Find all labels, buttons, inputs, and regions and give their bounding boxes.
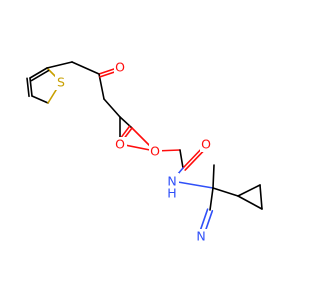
bond-cp1-cp2 xyxy=(237,184,261,197)
bond-cm-cam xyxy=(179,149,184,169)
atom-label-o-ester: O xyxy=(150,144,160,159)
bond-c2-ca xyxy=(46,61,73,69)
atom-label-o-ketone: O xyxy=(115,60,125,75)
atom-amide-oxygen: O xyxy=(200,137,213,152)
bond-cp3-cp1 xyxy=(237,195,263,210)
bond-cq-cp1 xyxy=(212,187,239,197)
molecule-structure: S O O O O N H N xyxy=(26,60,263,244)
atom-amide-nh: N H xyxy=(166,173,179,201)
atom-label-n-amide: N xyxy=(167,174,176,189)
double-bond-c2-c3 xyxy=(30,69,50,82)
atom-label-h-amide: H xyxy=(167,186,176,201)
atom-label-o-amide: O xyxy=(201,137,211,152)
bond-cq-ccn xyxy=(209,187,214,211)
atom-label-layer: S O O O O N H N xyxy=(55,60,213,244)
atom-sulfur: S xyxy=(55,75,68,90)
bond-cq-me xyxy=(212,164,215,189)
double-bond-c3-c4 xyxy=(26,77,30,98)
bond-c2-c3 xyxy=(29,67,48,79)
bond-ca-ck xyxy=(71,61,100,75)
bond-c4-c5 xyxy=(31,95,49,104)
atom-label-n-nitrile: N xyxy=(196,229,205,244)
atom-label-s: S xyxy=(57,75,65,90)
atom-ketone-oxygen: O xyxy=(114,60,127,75)
atom-nitrile-nitrogen: N xyxy=(195,229,208,244)
bond-c3-c4 xyxy=(29,77,33,97)
bond-cb-cc xyxy=(103,98,121,118)
atom-ester-carbonyl-oxygen: O xyxy=(114,137,127,152)
bond-ck-cb xyxy=(98,73,105,100)
atom-label-o-ester-carbonyl: O xyxy=(115,137,125,152)
bond-cp2-cp3 xyxy=(259,184,263,210)
atom-ester-oxygen: O xyxy=(149,144,162,159)
